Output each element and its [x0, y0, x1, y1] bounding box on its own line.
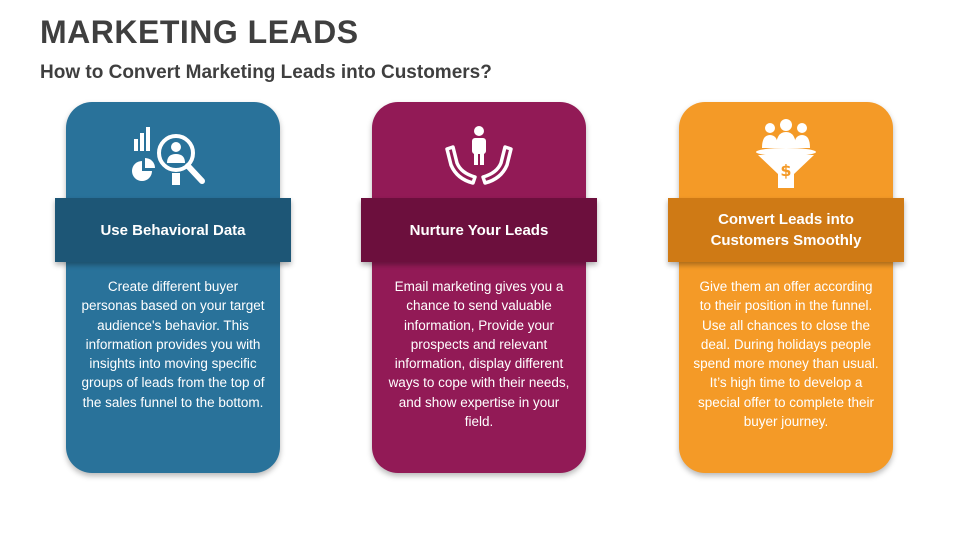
svg-text:$: $	[780, 161, 791, 180]
band-behavioral-data: Use Behavioral Data	[55, 198, 291, 262]
band-convert-leads: Convert Leads into Customers Smoothly	[668, 198, 904, 262]
people-funnel-dollar-icon: $	[756, 119, 816, 188]
band-nurture-leads: Nurture Your Leads	[361, 198, 597, 262]
card-heading: Use Behavioral Data	[100, 221, 246, 239]
card-heading: Convert Leads into Customers Smoothly	[710, 211, 862, 249]
card-nurture-leads	[372, 102, 586, 473]
page-subtitle: How to Convert Marketing Leads into Cust…	[40, 62, 492, 83]
card-description: Email marketing gives you a chance to se…	[388, 279, 570, 430]
card-description: Give them an offer according to their po…	[693, 279, 879, 430]
card-behavioral-data	[66, 102, 280, 473]
analytics-search-person-icon	[132, 127, 205, 185]
card-heading: Nurture Your Leads	[409, 221, 549, 239]
card-convert-leads: $	[679, 102, 893, 473]
hands-holding-person-icon	[445, 126, 513, 185]
page-title: MARKETING LEADS	[40, 14, 359, 50]
card-description: Create different buyer personas based on…	[81, 279, 265, 410]
